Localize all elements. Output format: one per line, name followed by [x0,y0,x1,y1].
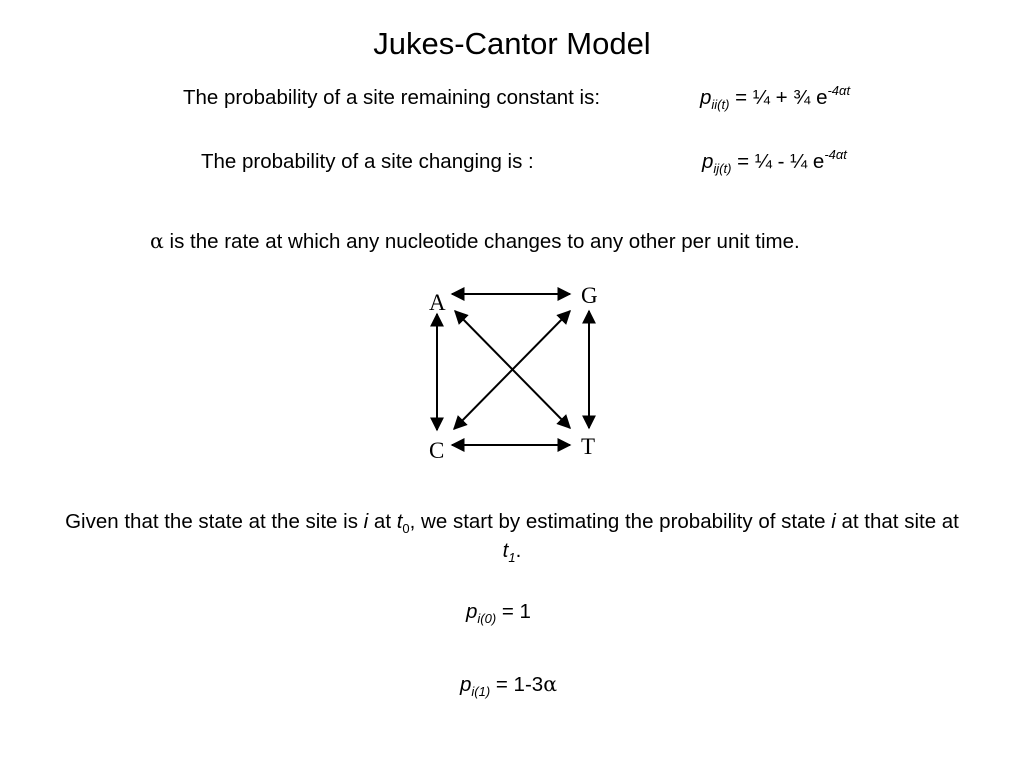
changing-sub: ij(t) [713,161,732,176]
given-t0: t [396,510,403,533]
given-t1: t [502,539,509,562]
node-g: G [581,283,598,308]
constant-probability-label: The probability of a site remaining cons… [183,86,601,109]
constant-sub: ii(t) [711,97,730,112]
given-part3: , we start by estimating the probability… [409,510,832,533]
p0-p: p [466,600,478,623]
given-part5: . [515,539,522,562]
changing-p: p [702,150,714,173]
arrow-c-g [453,310,571,430]
p0-rhs: = 1 [496,600,531,623]
alpha-definition: α is the rate at which any nucleotide ch… [150,229,800,254]
given-sub1: 1 [508,550,516,565]
constant-p: p [700,86,712,109]
arrow-a-t [454,310,571,429]
p0-formula: pi(0) = 1 [466,600,531,626]
alpha-definition-text: is the rate at which any nucleotide chan… [163,230,800,253]
given-part1: Given that the state at the site is [65,510,364,533]
changing-probability-formula: pij(t) = ¼ - ¼ e-4αt [702,147,847,176]
p1-formula: pi(1) = 1-3α [460,672,558,699]
p1-p: p [460,673,472,696]
changing-probability-label: The probability of a site changing is : [201,150,534,173]
given-part4: at that site at [835,510,959,533]
constant-rhs: = ¼ + ¾ e [729,86,828,109]
page-title: Jukes-Cantor Model [373,26,651,61]
p1-rhs: = 1-3 [490,673,544,696]
changing-rhs: = ¼ - ¼ e [731,150,825,173]
p1-sub: i(1) [471,684,491,699]
constant-probability-formula: pii(t) = ¼ + ¾ e-4αt [700,83,851,112]
constant-sup: -4αt [827,83,851,98]
given-paragraph: Given that the state at the site is i at… [60,507,964,565]
changing-sup: -4αt [824,147,847,162]
p0-sub: i(0) [477,611,497,626]
p1-alpha: α [543,672,558,696]
node-a: A [429,290,446,315]
given-i1: i [363,510,369,533]
given-sub0: 0 [402,521,410,536]
given-i2: i [831,510,836,533]
node-c: C [429,438,445,463]
alpha-symbol: α [150,229,164,253]
node-t: T [581,434,596,459]
given-part2: at [368,510,397,533]
